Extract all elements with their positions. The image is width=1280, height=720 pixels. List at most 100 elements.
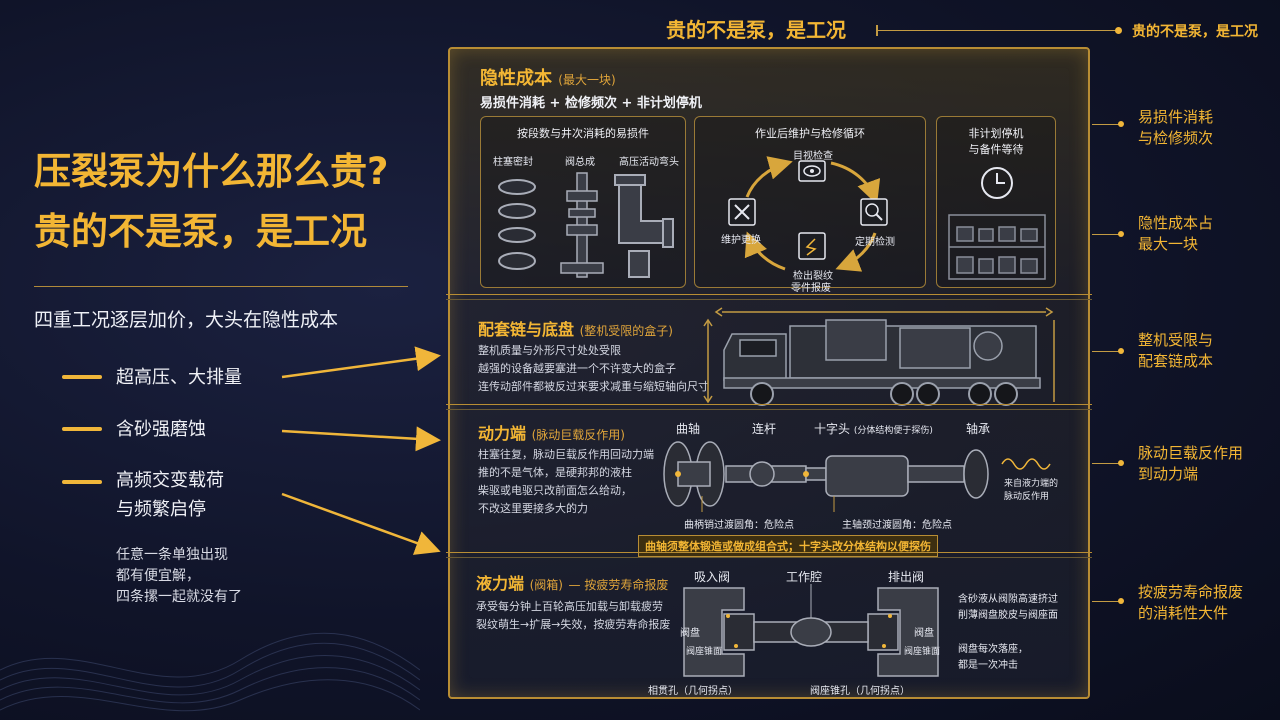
divider-3	[446, 552, 1092, 558]
power-end-sub: (脉动巨载反作用)	[531, 428, 625, 442]
chassis-description: 整机质量与外形尺寸处处受限 越强的设备越要塞进一个不许变大的盒子 连传动部件都被…	[478, 342, 709, 396]
crosshead-icon	[825, 455, 965, 497]
right-label-3: 整机受限与 配套链成本	[1138, 330, 1213, 372]
condition-1-marker	[62, 375, 102, 379]
background-wave	[0, 632, 420, 712]
power-desc-4: 不改这里要接多大的力	[478, 502, 588, 515]
frac-truck-illustration	[703, 307, 1055, 406]
connecting-rod-icon	[725, 461, 827, 487]
downtime-box: 非计划停机 与备件等待	[936, 116, 1056, 288]
downtime-title-2: 与备件等待	[968, 143, 1024, 156]
sand-wear-note-1: 含砂液从阀隙高速挤过	[958, 594, 1058, 605]
right-dot-4	[1118, 460, 1124, 466]
condition-2-marker	[62, 427, 102, 431]
condition-3-line-1: 高频交变载荷	[116, 470, 224, 491]
impact-note-2: 都是一次冲击	[958, 660, 1018, 671]
chassis-desc-1: 整机质量与外形尺寸处处受限	[478, 344, 621, 357]
swivel-joint-icon	[614, 174, 674, 278]
main-title-line-1: 压裂泵为什么那么贵?	[34, 150, 389, 193]
valve-assembly-label: 阀总成	[565, 157, 595, 168]
divider-1	[446, 294, 1092, 300]
plunger-seal-label: 柱塞密封	[493, 157, 533, 168]
right-label-1-line-1: 易损件消耗	[1138, 108, 1214, 126]
spare-parts-shelf-icon	[948, 214, 1046, 280]
hidden-cost-title: 隐性成本 (最大一块)	[480, 64, 616, 90]
pulsation-note-1: 来自液力端的	[1004, 479, 1059, 489]
seal-ring-icon	[498, 252, 536, 270]
arrow-2	[281, 426, 441, 452]
sand-wear-note: 含砂液从阀隙高速挤过 削薄阀盘胶皮与阀座面	[958, 592, 1058, 624]
chassis-title-text: 配套链与底盘	[478, 320, 575, 339]
hidden-cost-sub: (最大一块)	[558, 73, 616, 87]
crack-icon	[798, 232, 826, 260]
valve-assembly-icon	[560, 172, 604, 278]
power-desc-1: 柱塞往复，脉动巨载反作用回动力端	[478, 448, 654, 461]
connecting-rod-label: 连杆	[752, 422, 777, 436]
maintenance-cycle-title: 作业后维护与检修循环	[755, 127, 865, 140]
right-leader-4	[1092, 463, 1120, 464]
sand-wear-note-2: 削薄阀盘胶皮与阀座面	[958, 610, 1058, 621]
fluid-end-sub: (阀箱)	[529, 578, 563, 592]
condition-3-line-2: 与频繁启停	[116, 499, 206, 520]
arrow-3	[281, 492, 441, 555]
right-label-3-line-2: 配套链成本	[1138, 352, 1214, 370]
suction-valve-label: 吸入阀	[694, 570, 731, 584]
hidden-cost-formula: 易损件消耗 + 检修频次 + 非计划停机	[480, 96, 702, 111]
crosshead-label-text: 十字头	[814, 422, 851, 436]
fluid-end-sub2: — 按疲劳寿命报废	[568, 578, 669, 592]
right-disc-label: 阀盘	[914, 628, 934, 639]
seal-ring-icon	[498, 227, 536, 243]
fluid-end-title-text: 液力端	[476, 574, 525, 593]
power-end-title: 动力端 (脉动巨载反作用)	[478, 420, 625, 444]
cycle-visual-check: 目视检查	[793, 151, 833, 162]
downtime-title-1: 非计划停机	[968, 127, 1024, 140]
power-end-banner: 曲轴须整体锻造或做成组合式；十字头改分体结构以便探伤	[638, 535, 938, 557]
right-label-5-line-1: 按疲劳寿命报废	[1138, 583, 1244, 601]
magnifier-icon	[860, 198, 888, 226]
right-label-3-line-1: 整机受限与	[1138, 331, 1214, 349]
top-title-dot	[1115, 27, 1122, 34]
right-dot-1	[1118, 121, 1124, 127]
power-desc-3: 柴驱或电驱只改前面怎么给动，	[478, 484, 632, 497]
right-label-4-line-2: 到动力端	[1138, 465, 1199, 483]
pulsation-note-2: 脉动反作用	[1004, 492, 1050, 502]
left-seat-label: 阀座锥面	[686, 647, 723, 657]
maintenance-cycle-diagram	[728, 156, 888, 272]
title-divider	[34, 286, 408, 287]
right-leader-2	[1092, 234, 1120, 235]
note-line-3: 四条摞一起就没有了	[116, 589, 242, 605]
condition-3-text: 高频交变载荷 与频繁启停	[116, 466, 224, 524]
maintenance-cycle-box: 作业后维护与检修循环 目视检查 定期检测 检出裂纹 零件报废 维护更换	[694, 116, 926, 294]
chassis-desc-3: 连传动部件都被反过来要求减重与缩短轴向尺寸	[478, 380, 709, 393]
swivel-joint-label: 高压活动弯头	[619, 157, 679, 168]
fluid-desc-2: 裂纹萌生→扩展→失效，按疲劳寿命报废	[476, 618, 671, 631]
clock-icon	[981, 167, 1013, 199]
left-note: 任意一条单独出现 都有便宜解， 四条摞一起就没有了	[116, 545, 242, 608]
right-leader-5	[1092, 601, 1120, 602]
power-end-title-text: 动力端	[478, 424, 527, 443]
right-label-2: 隐性成本占 最大一块	[1138, 213, 1213, 255]
wheel-icon	[916, 382, 940, 406]
dimension-lines	[703, 307, 1055, 404]
cycle-scrap: 零件报废	[791, 283, 831, 294]
crosshead-note: (分体结构便于探伤)	[853, 426, 933, 436]
condition-3-marker	[62, 480, 102, 484]
condition-1-text: 超高压、大排量	[116, 367, 242, 388]
impact-note-1: 阀盘每次落座，	[958, 644, 1028, 655]
right-leader-1	[1092, 124, 1120, 125]
condition-2-text: 含砂强磨蚀	[116, 419, 206, 440]
bore-label: 相贯孔（几何拐点）	[648, 686, 738, 697]
subtitle: 四重工况逐层加价，大头在隐性成本	[34, 309, 339, 331]
fluid-end-illustration	[683, 584, 939, 677]
working-chamber-label: 工作腔	[786, 570, 823, 584]
consumables-box-title: 按段数与井次消耗的易损件	[517, 127, 649, 140]
note-line-1: 任意一条单独出现	[116, 547, 228, 563]
crosshead-label: 十字头 (分体结构便于探伤)	[814, 420, 933, 437]
impact-note: 阀盘每次落座， 都是一次冲击	[958, 642, 1028, 674]
pulsation-note: 来自液力端的 脉动反作用	[1004, 478, 1058, 504]
top-right-label: 贵的不是泵，是工况	[1132, 24, 1258, 40]
chassis-desc-2: 越强的设备越要塞进一个不许变大的盒子	[478, 362, 676, 375]
note-line-2: 都有便宜解，	[116, 568, 200, 584]
pulsation-wave-icon	[1001, 458, 1051, 470]
bearing-icon	[963, 449, 989, 499]
